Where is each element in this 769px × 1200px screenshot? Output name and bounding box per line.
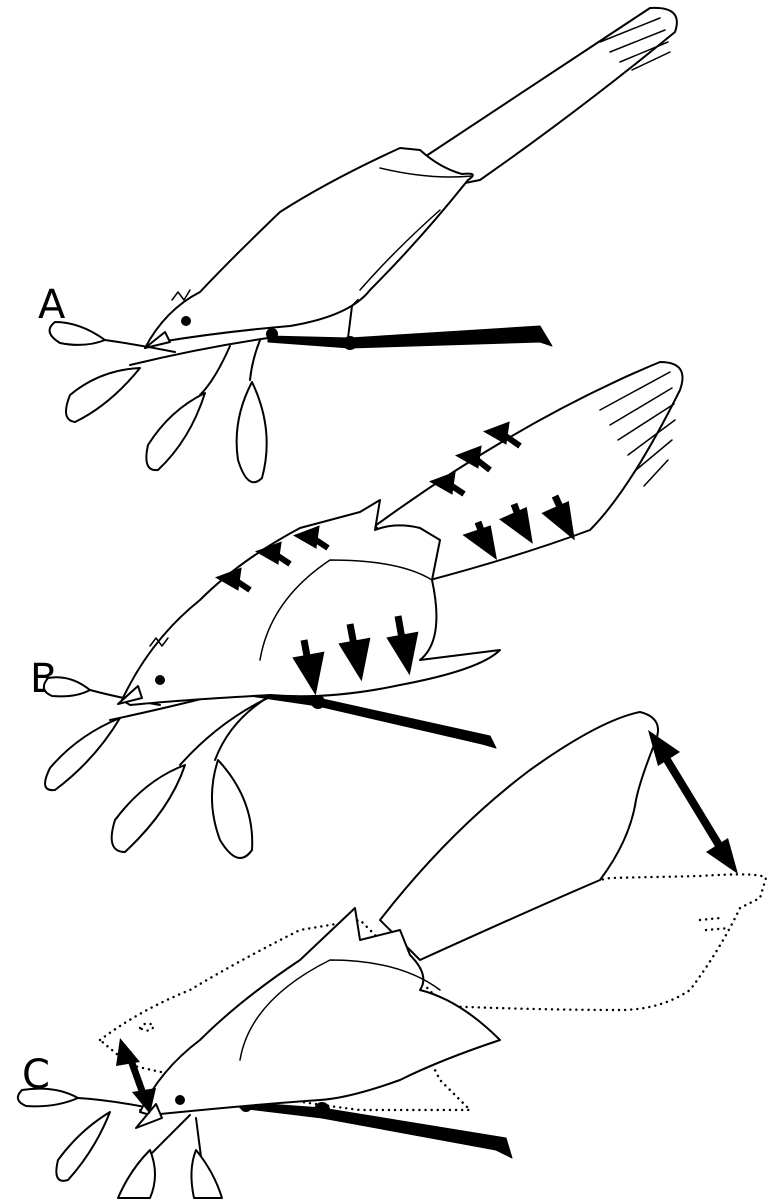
leaf (212, 760, 252, 858)
leaf (112, 765, 185, 852)
panel-c: C (18, 712, 766, 1198)
bird-a (145, 8, 677, 348)
branch-node (343, 336, 357, 350)
tail-c (380, 712, 658, 960)
eye-c (175, 1095, 185, 1105)
body-a (145, 148, 473, 348)
leaf (18, 1089, 78, 1107)
leaf (56, 1112, 110, 1181)
leaf (44, 677, 90, 696)
leaf (237, 382, 267, 482)
leaf (45, 718, 120, 790)
branch-b (44, 677, 496, 858)
branch-node (311, 695, 325, 709)
eye-a (181, 316, 191, 326)
leaf (50, 322, 105, 345)
leaf (118, 1150, 155, 1198)
eye-b (155, 675, 165, 685)
panel-label-a: A (38, 282, 66, 328)
branch-node (266, 328, 278, 340)
leaf (191, 1150, 222, 1198)
tail-a (420, 8, 677, 190)
leaf (66, 368, 140, 422)
tail-movement-arrow (658, 745, 728, 860)
leaf (146, 393, 205, 470)
